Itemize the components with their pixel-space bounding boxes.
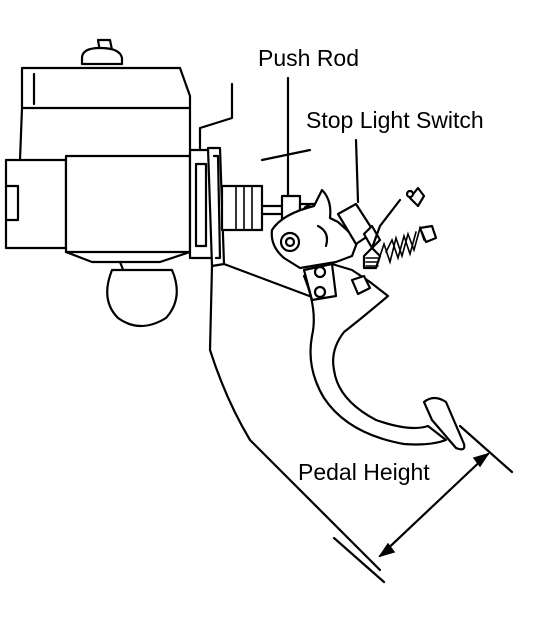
push-rod-label: Push Rod xyxy=(258,45,359,71)
master-cylinder-reservoir xyxy=(18,38,192,162)
pedal-height-dimension xyxy=(332,424,514,584)
pedal-height-label: Pedal Height xyxy=(298,459,430,485)
pedal-bracket xyxy=(270,188,360,270)
stop-light-switch-label: Stop Light Switch xyxy=(306,107,484,133)
return-spring xyxy=(362,186,438,270)
stop-light-switch xyxy=(336,138,382,250)
firewall-outline xyxy=(198,82,382,572)
brake-pedal-arm xyxy=(302,262,466,451)
booster-round-body xyxy=(106,268,178,328)
mounting-flange xyxy=(188,146,264,268)
master-cylinder-body xyxy=(4,154,192,274)
